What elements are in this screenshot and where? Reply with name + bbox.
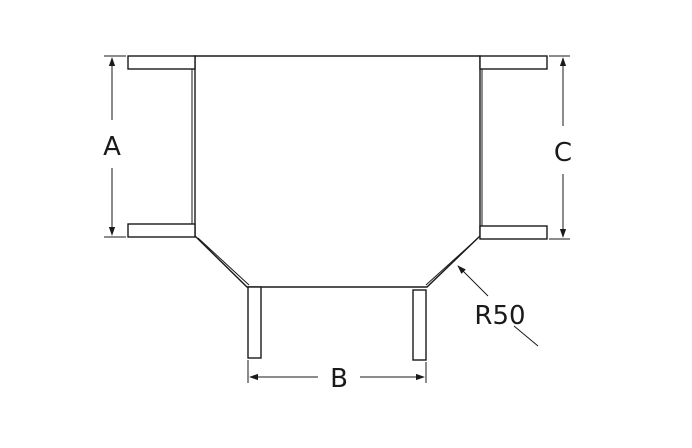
- dimension-c: C: [549, 55, 572, 240]
- bottom-left-flange: [127, 223, 196, 238]
- dimension-c-label: C: [554, 138, 572, 168]
- bottom-right-flange: [479, 225, 548, 240]
- dimension-a-label: A: [103, 132, 121, 162]
- fitting-body: [191, 55, 483, 288]
- dimension-b-label: B: [330, 364, 348, 394]
- dimension-a: A: [103, 55, 126, 238]
- radius-label: R50: [474, 301, 525, 331]
- left-leg: [247, 286, 262, 359]
- top-left-flange: [127, 55, 196, 70]
- right-leg: [412, 289, 427, 361]
- top-right-flange: [479, 55, 548, 70]
- radius-callout: R50: [457, 265, 539, 347]
- dimension-b: B: [247, 360, 427, 394]
